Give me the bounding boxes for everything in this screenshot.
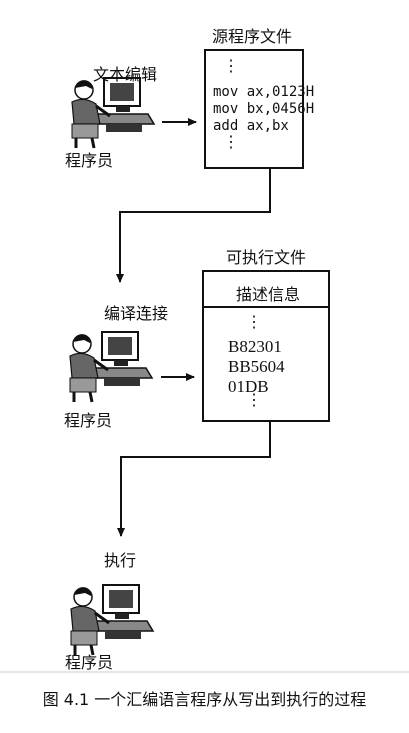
figure-caption: 图 4.1 一个汇编语言程序从写出到执行的过程 xyxy=(42,690,367,709)
programmer-icon-run xyxy=(69,583,155,657)
stage-label-edit: 文本编辑 xyxy=(93,65,158,84)
code-line-3: add ax,bx xyxy=(213,118,289,134)
source-dots-top: ⋮ xyxy=(223,56,239,75)
hex-line-1: B82301 xyxy=(228,337,282,356)
exec-file-box xyxy=(202,270,330,422)
exec-file-title: 可执行文件 xyxy=(226,248,307,267)
exec-dots-top: ⋮ xyxy=(246,312,262,331)
connector-source-to-compile xyxy=(116,168,271,283)
source-file-box xyxy=(204,49,304,169)
exec-header-label: 描述信息 xyxy=(236,285,301,304)
hex-line-3: 01DB xyxy=(228,377,269,396)
stage-label-compile: 编译连接 xyxy=(104,304,169,323)
programmer-icon-compile xyxy=(68,330,154,404)
source-dots-bottom: ⋮ xyxy=(223,132,239,151)
connector-exec-to-run xyxy=(117,421,271,537)
code-line-2: mov bx,0456H xyxy=(213,101,315,117)
hex-line-2: BB5604 xyxy=(228,357,285,376)
programmer-label-edit: 程序员 xyxy=(65,151,114,170)
exec-dots-bottom: ⋮ xyxy=(246,390,262,409)
programmer-label-compile: 程序员 xyxy=(64,411,113,430)
programmer-label-run: 程序员 xyxy=(65,653,114,672)
programmer-icon-edit xyxy=(70,76,156,150)
code-line-1: mov ax,0123H xyxy=(213,84,315,100)
stage-label-run: 执行 xyxy=(104,551,137,570)
source-file-title: 源程序文件 xyxy=(212,27,293,46)
